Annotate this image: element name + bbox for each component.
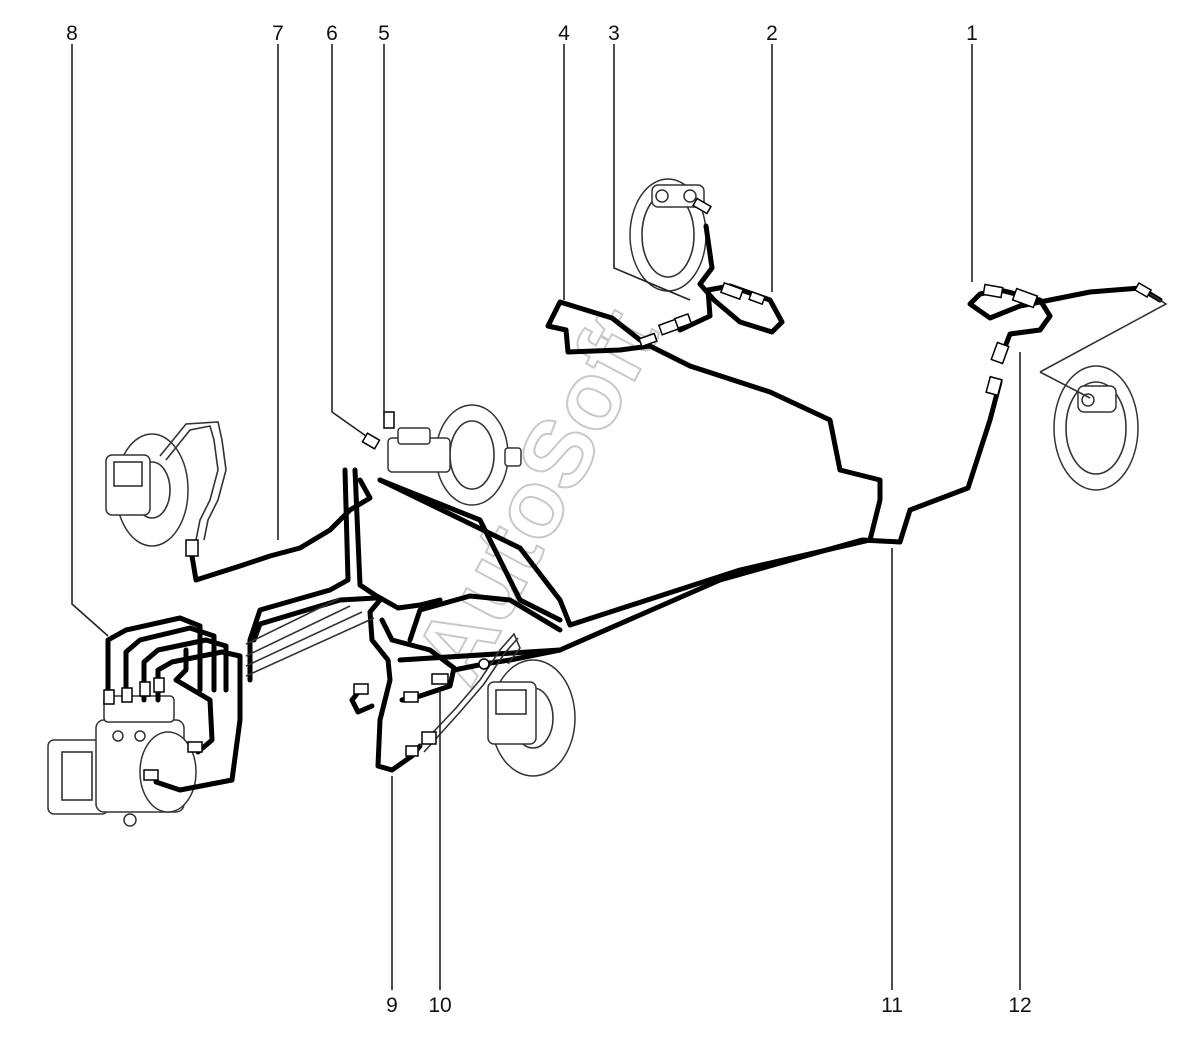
callout-labels: 1 2 3 4 5 6 7 8 9 10 11 12 — [66, 22, 1032, 1017]
watermark: AutoSoft — [394, 292, 679, 700]
pipe-1-12 — [967, 285, 1163, 363]
callout-10: 10 — [428, 994, 451, 1017]
master-cylinder-and-booster — [387, 404, 522, 506]
pipe-front-right — [451, 647, 563, 673]
callout-8: 8 — [66, 22, 78, 45]
pipe-left-down — [247, 467, 351, 683]
brake-pipes — [105, 223, 1163, 793]
pipe-2-3 — [677, 223, 785, 335]
abs-hydraulic-unit — [47, 695, 197, 827]
pipe-7 — [189, 477, 373, 583]
callout-leaders — [71, 44, 1168, 990]
abs-line-f — [251, 595, 379, 643]
callout-7: 7 — [272, 22, 284, 45]
pipe-left-loop — [407, 593, 563, 643]
pipe-4 — [377, 299, 883, 628]
callout-12: 12 — [1008, 994, 1031, 1017]
pipe-9b — [349, 687, 375, 715]
front-left-brake-disc — [105, 433, 189, 547]
abs-line-d — [153, 649, 243, 793]
pipe-rear-right — [352, 467, 443, 611]
fittings — [103, 197, 1153, 781]
callout-5: 5 — [378, 22, 390, 45]
pipe-9 — [367, 597, 423, 773]
front-right-brake-disc — [487, 659, 576, 777]
rear-right-brake-drum — [629, 178, 707, 292]
pipe-rear-right-upper — [377, 477, 563, 623]
callout-4: 4 — [558, 22, 570, 45]
leader-3 — [613, 44, 691, 301]
callout-9: 9 — [386, 994, 398, 1017]
abs-line-e — [173, 647, 215, 755]
callout-6: 6 — [326, 22, 338, 45]
abs-line-a — [105, 615, 203, 703]
callout-2: 2 — [766, 22, 778, 45]
leader-6 — [331, 44, 367, 437]
leader-8 — [71, 44, 109, 637]
callout-1: 1 — [966, 22, 978, 45]
callout-11: 11 — [881, 994, 903, 1017]
pipe-main-rear — [397, 379, 1003, 663]
callout-3: 3 — [608, 22, 620, 45]
rear-left-brake-drum — [1053, 365, 1139, 491]
